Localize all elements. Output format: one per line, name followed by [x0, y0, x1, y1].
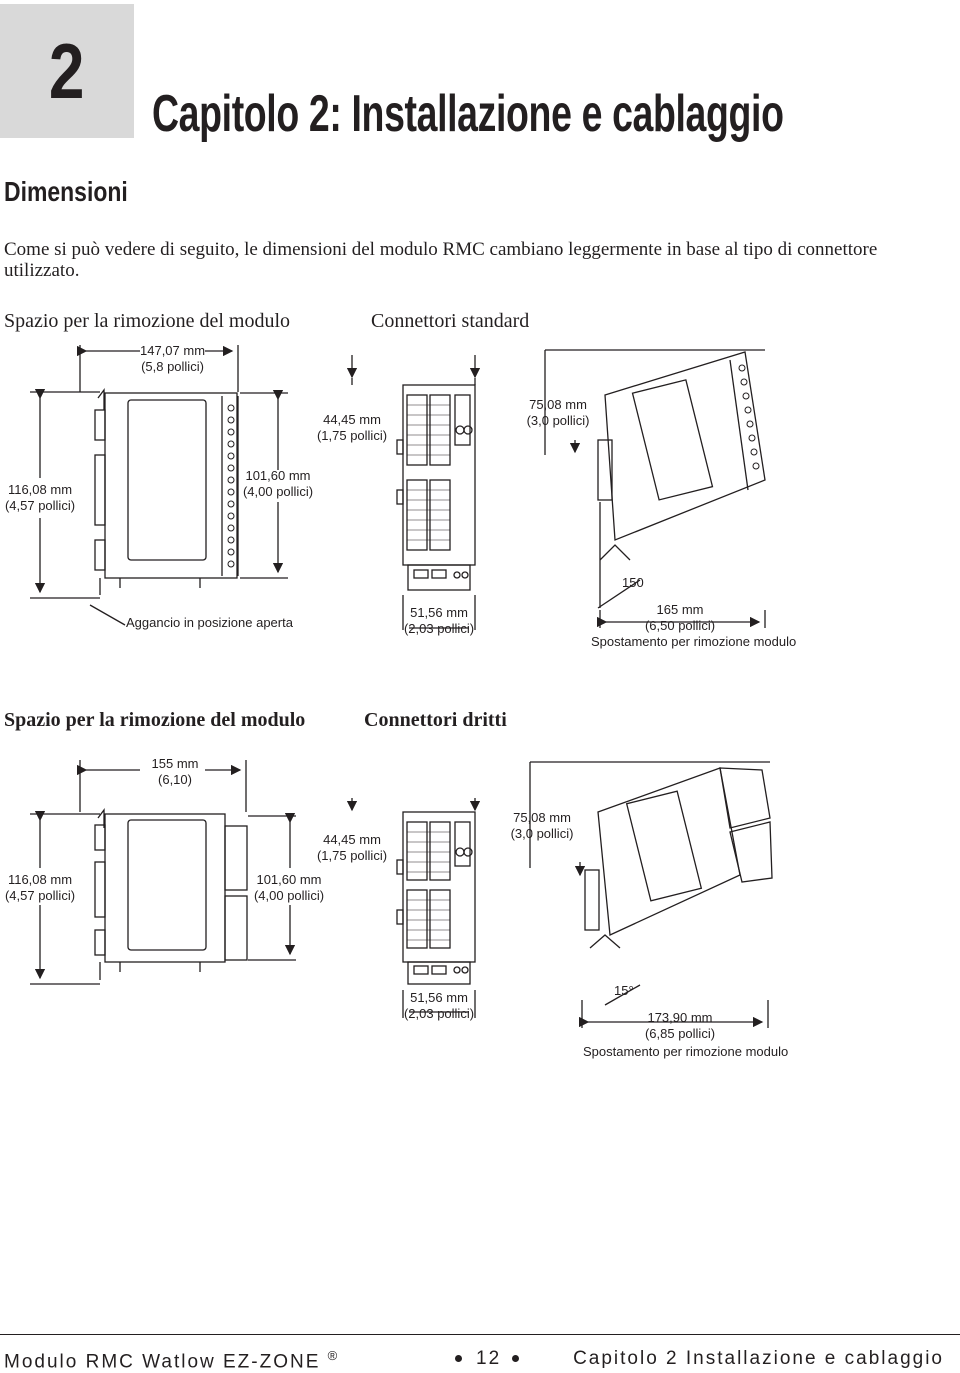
footer-divider	[0, 1334, 960, 1335]
figure2-bottom-in: (2,03 pollici)	[403, 1006, 475, 1021]
figure1-width-mm: 147,07 mm	[140, 343, 206, 358]
figure1-front-width-mm: 44,45 mm	[323, 412, 381, 427]
figure1-side-view	[30, 345, 288, 626]
figure2-height-in: (4,57 pollici)	[4, 888, 76, 903]
figure2-height-label: 116,08 mm (4,57 pollici)	[2, 872, 78, 904]
figure1-inner-label: 101,60 mm (4,00 pollici)	[241, 468, 315, 500]
figure1-removal-mm: 165 mm	[656, 602, 704, 617]
figure2-front-width-in: (1,75 pollici)	[316, 848, 388, 863]
chapter-number: 2	[49, 26, 85, 115]
figure2-removal-caption: Spostamento per rimozione modulo	[583, 1044, 789, 1059]
figure2-front-width-label: 44,45 mm (1,75 pollici)	[316, 832, 388, 864]
chapter-title: Capitolo 2: Installazione e cablaggio	[152, 85, 784, 143]
figure1-removal-in: (6,50 pollici)	[644, 618, 716, 633]
figure1-width-in: (5,8 pollici)	[141, 359, 204, 374]
figure2-inner-label: 101,60 mm (4,00 pollici)	[251, 872, 327, 904]
figure2-front-width-mm: 44,45 mm	[323, 832, 381, 847]
figure2-removal-dim-label: 173,90 mm (6,85 pollici)	[638, 1010, 722, 1042]
figure1-bottom-label: 51,56 mm (2,03 pollici)	[403, 605, 475, 637]
figure1-removal-dim-label: 165 mm (6,50 pollici)	[640, 602, 720, 634]
figure2-depth-in: (3,0 pollici)	[510, 826, 574, 841]
figure1-removal-caption: Spostamento per rimozione modulo	[591, 634, 797, 649]
figure1-bottom-mm: 51,56 mm	[410, 605, 468, 620]
figure1-title-left: Spazio per la rimozione del modulo	[4, 310, 291, 332]
figure1-width-label: 147,07 mm (5,8 pollici)	[140, 343, 205, 375]
figure1-inner-in: (4,00 pollici)	[242, 484, 314, 499]
figure1-height-mm: 116,08 mm	[7, 482, 73, 497]
registered-mark: ®	[327, 1348, 340, 1363]
figure1-height-label: 116,08 mm (4,57 pollici)	[2, 482, 78, 514]
figure2-front-view	[346, 798, 481, 1018]
footer-left: Modulo RMC Watlow EZ-ZONE ®	[4, 1348, 339, 1373]
figure2-removal-mm: 173,90 mm	[647, 1010, 713, 1025]
intro-paragraph: Come si può vedere di seguito, le dimens…	[4, 239, 878, 281]
figure2-width-mm: 155 mm	[151, 756, 199, 771]
figure2-bottom-mm: 51,56 mm	[410, 990, 468, 1005]
footer-right: Capitolo 2 Installazione e cablaggio	[573, 1348, 944, 1369]
figure1-depth-mm: 75,08 mm	[529, 397, 587, 412]
figure1-tilted-view	[544, 349, 766, 628]
figure1-height-in: (4,57 pollici)	[4, 498, 76, 513]
figure2-title-right: Connettori dritti	[364, 709, 507, 731]
figure1-title-right: Connettori standard	[371, 310, 530, 332]
footer-product: Modulo RMC Watlow EZ-ZONE	[4, 1351, 321, 1373]
figure2-angle-label: 15°	[614, 983, 634, 998]
figure1-depth-in: (3,0 pollici)	[526, 413, 590, 428]
figure2-side-view	[30, 760, 296, 985]
figure2-depth-mm: 75,08 mm	[513, 810, 571, 825]
figure1-latch-label: Aggancio in posizione aperta	[126, 615, 293, 630]
figure1-bottom-in: (2,03 pollici)	[403, 621, 475, 636]
figure2-height-mm: 116,08 mm	[7, 872, 73, 887]
section-heading: Dimensioni	[4, 176, 128, 207]
figure2-bottom-label: 51,56 mm (2,03 pollici)	[403, 990, 475, 1022]
figure1-depth-label: 75,08 mm (3,0 pollici)	[522, 397, 594, 429]
chapter-number-box: 2	[0, 4, 134, 138]
footer-bullet-left	[455, 1355, 462, 1362]
figure2-inner-mm: 101,60 mm	[256, 872, 322, 887]
page-number: 12	[476, 1348, 502, 1369]
figure2-removal-in: (6,85 pollici)	[644, 1026, 716, 1041]
figure1-front-width-label: 44,45 mm (1,75 pollici)	[316, 412, 388, 444]
figure2-width-in: (6,10)	[158, 772, 192, 787]
figure2-inner-in: (4,00 pollici)	[253, 888, 325, 903]
figure2-depth-label: 75,08 mm (3,0 pollici)	[506, 810, 578, 842]
figure2-width-label: 155 mm (6,10)	[140, 756, 210, 788]
figure1-angle-label: 150	[622, 575, 644, 590]
footer-bullet-right	[512, 1355, 519, 1362]
figure2-title-left: Spazio per la rimozione del modulo	[4, 709, 306, 731]
figure2-tilted-view	[529, 761, 773, 1028]
figure1-inner-mm: 101,60 mm	[245, 468, 311, 483]
figure1-front-width-in: (1,75 pollici)	[316, 428, 388, 443]
figure1-front-view	[346, 355, 481, 630]
